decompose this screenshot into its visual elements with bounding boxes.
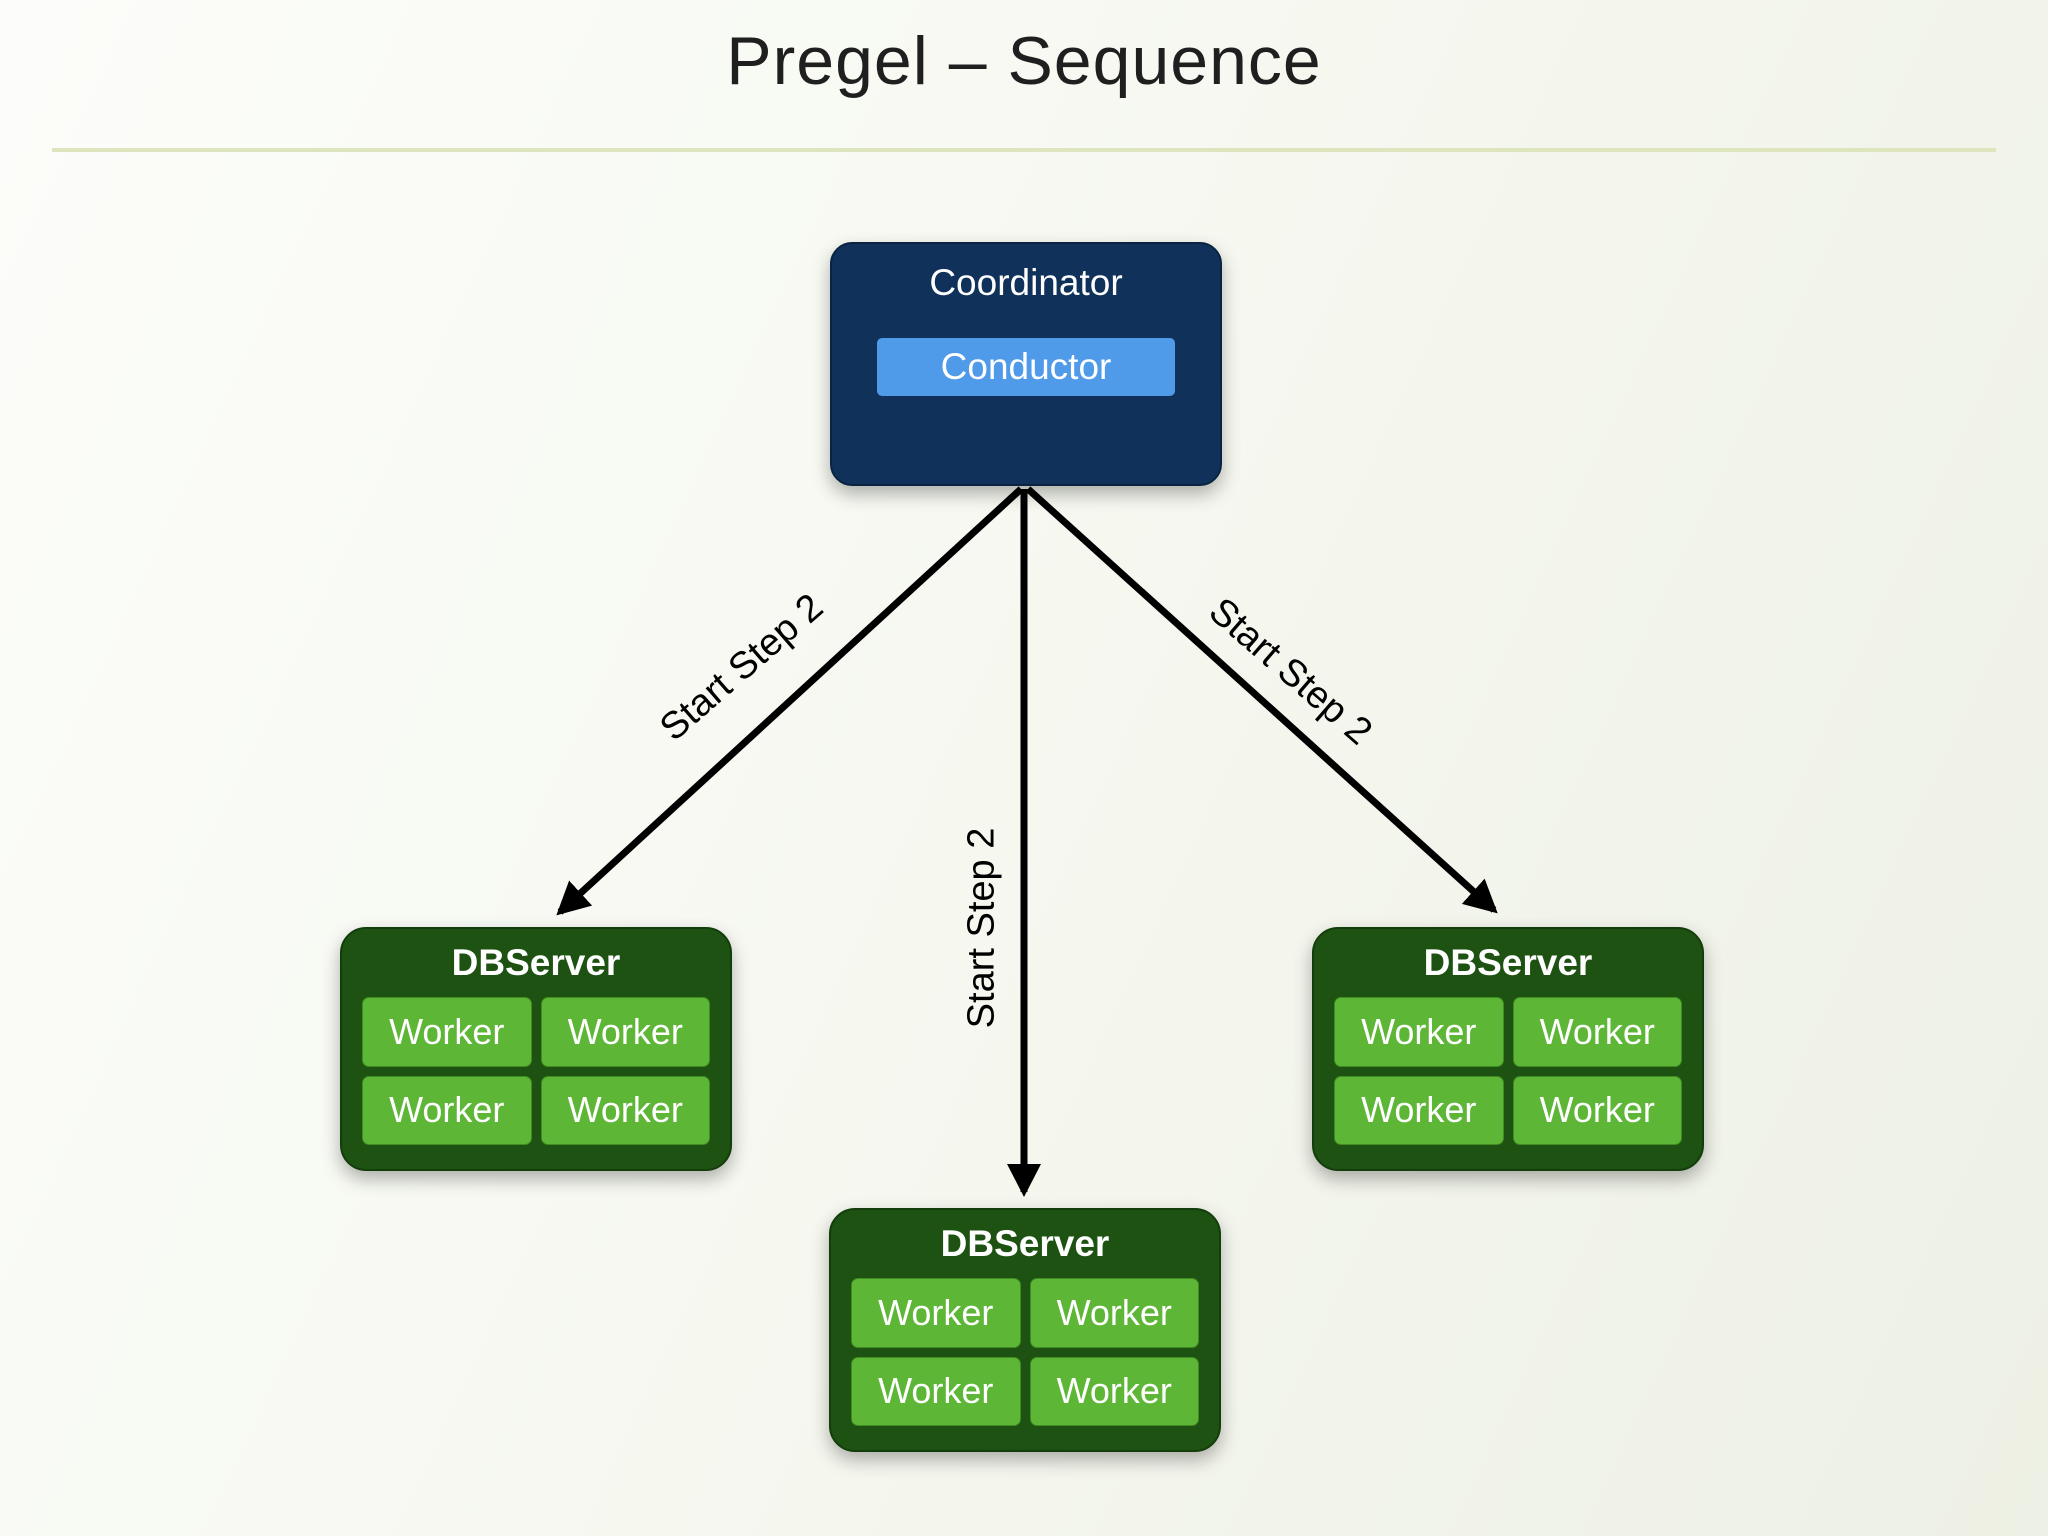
dbserver-label: DBServer <box>1423 942 1593 983</box>
worker-grid: Worker Worker Worker Worker <box>362 997 710 1145</box>
coordinator-label: Coordinator <box>929 262 1123 303</box>
arrow-coordinator-to-left-server <box>556 486 1024 916</box>
worker-cell: Worker <box>362 1075 532 1145</box>
worker-cell: Worker <box>851 1356 1021 1426</box>
dbserver-label: DBServer <box>940 1223 1110 1264</box>
arrow-coordinator-to-right-server <box>1025 486 1498 914</box>
worker-cell: Worker <box>362 997 532 1067</box>
worker-cell: Worker <box>540 1075 710 1145</box>
title-divider <box>52 148 1996 152</box>
edge-label-middle: Start Step 2 <box>960 827 1003 1029</box>
worker-cell: Worker <box>1512 997 1682 1067</box>
dbserver-box-middle: DBServer Worker Worker Worker Worker <box>829 1208 1221 1452</box>
worker-cell: Worker <box>1029 1278 1199 1348</box>
dbserver-label: DBServer <box>451 942 621 983</box>
coordinator-box: Coordinator Conductor <box>830 242 1222 486</box>
dbserver-box-right: DBServer Worker Worker Worker Worker <box>1312 927 1704 1171</box>
worker-cell: Worker <box>1334 997 1504 1067</box>
worker-cell: Worker <box>1512 1075 1682 1145</box>
conductor-label: Conductor <box>940 346 1112 387</box>
worker-grid: Worker Worker Worker Worker <box>1334 997 1682 1145</box>
worker-cell: Worker <box>540 997 710 1067</box>
worker-cell: Worker <box>1334 1075 1504 1145</box>
worker-grid: Worker Worker Worker Worker <box>851 1278 1199 1426</box>
conductor-box: Conductor <box>877 338 1175 396</box>
worker-cell: Worker <box>851 1278 1021 1348</box>
page-title: Pregel – Sequence <box>726 23 1322 99</box>
dbserver-box-left: DBServer Worker Worker Worker Worker <box>340 927 732 1171</box>
worker-cell: Worker <box>1029 1356 1199 1426</box>
